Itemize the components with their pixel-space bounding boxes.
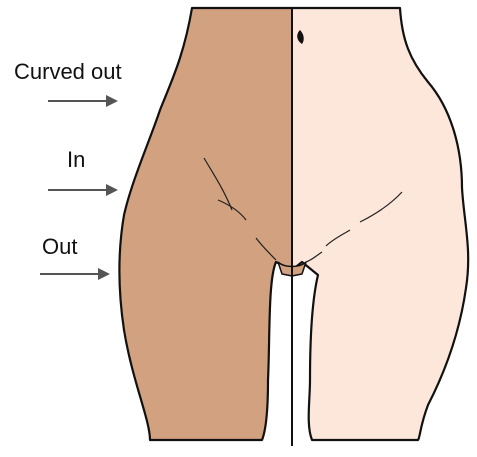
arrow-out xyxy=(40,268,110,280)
arrow-in xyxy=(48,184,118,196)
label-in: In xyxy=(67,149,85,171)
label-out: Out xyxy=(42,236,77,258)
arrow-curved-out xyxy=(48,95,118,107)
label-curved-out: Curved out xyxy=(14,61,122,83)
